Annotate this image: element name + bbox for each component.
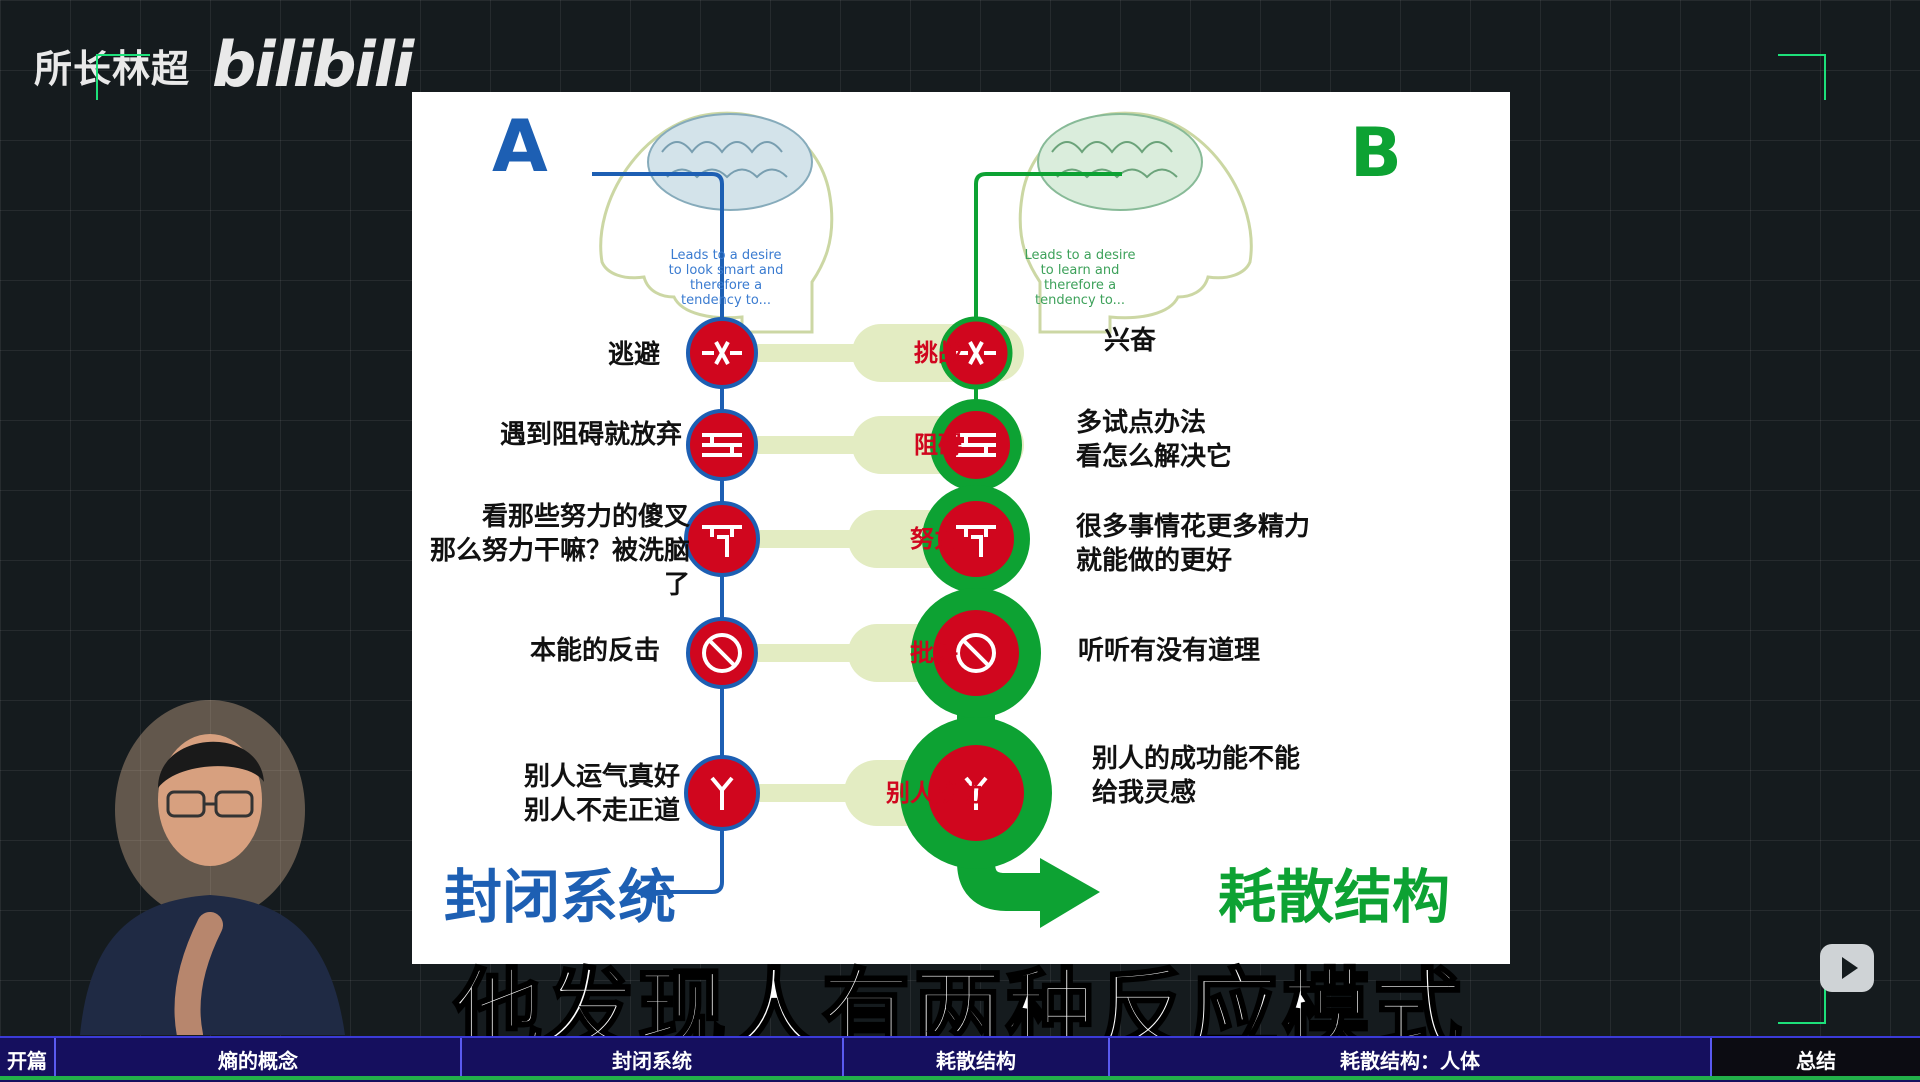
right-label-criticism: 听听有没有道理 <box>1078 636 1261 666</box>
right-label-effort: 很多事情花更多精力 就能做的更好 <box>1076 512 1311 576</box>
frame-corner-top-right <box>1778 54 1826 100</box>
left-label-others-success: 别人运气真好 别人不走正道 <box>523 762 680 826</box>
frame-corner-bottom-right <box>1778 978 1826 1024</box>
right-label-obstacle: 多试点办法 看怎么解决它 <box>1076 408 1233 472</box>
brain-b-icon <box>1018 111 1253 334</box>
presenter-video <box>80 700 345 1035</box>
playback-progress-bar[interactable] <box>0 1076 1920 1080</box>
dissipative-arrow-icon <box>1040 858 1100 928</box>
pill-criticism: 批评 <box>910 639 958 667</box>
channel-watermark: 所长林超 bilibili <box>34 28 414 101</box>
brain-a-icon <box>599 111 834 334</box>
dissipative-structure-title: 耗散结构 <box>1218 863 1451 931</box>
open-path-line <box>974 172 1122 652</box>
brain-note-a: Leads to a desire to look smart and ther… <box>668 248 784 308</box>
left-label-challenge: 逃避 <box>607 340 660 370</box>
right-label-others-success: 别人的成功能不能 给我灵感 <box>1092 744 1301 808</box>
pill-others-success: 别人成功 <box>886 779 982 807</box>
chapter-dissipative-body[interactable]: 耗散结构：人体 <box>1110 1038 1712 1080</box>
diagram-graphics <box>592 111 1253 928</box>
chapter-bar: 开篇 熵的概念 封闭系统 耗散结构 耗散结构：人体 总结 <box>0 1036 1920 1082</box>
chapter-intro[interactable]: 开篇 <box>0 1038 56 1080</box>
pill-obstacle: 阻碍 <box>914 431 962 459</box>
chapter-summary[interactable]: 总结 <box>1712 1038 1920 1080</box>
channel-name: 所长林超 <box>34 46 191 91</box>
right-label-challenge: 兴奋 <box>1104 326 1157 356</box>
label-a: A <box>492 104 548 188</box>
bilibili-logo: bilibili <box>212 28 414 101</box>
chapter-closed-system[interactable]: 封闭系统 <box>462 1038 844 1080</box>
left-label-obstacle: 遇到阻碍就放弃 <box>499 420 682 450</box>
pill-effort: 努力 <box>910 525 958 553</box>
closed-system-title: 封闭系统 <box>444 863 677 931</box>
closed-arrow-icon <box>634 880 656 904</box>
label-b: B <box>1350 114 1402 193</box>
tv-play-icon[interactable] <box>1820 944 1874 992</box>
chapter-entropy[interactable]: 熵的概念 <box>56 1038 462 1080</box>
chapter-dissipative[interactable]: 耗散结构 <box>844 1038 1110 1080</box>
pill-challenge: 挑战 <box>914 339 962 367</box>
left-label-criticism: 本能的反击 <box>529 636 660 666</box>
left-label-effort: 看那些努力的傻叉 那么努力干嘛？被洗脑了 <box>429 502 690 600</box>
frame-corner-top-left <box>96 54 150 100</box>
slide-diagram: A B Leads to a desire to look smart and … <box>412 92 1510 964</box>
brain-note-b: Leads to a desire to learn and therefore… <box>1024 248 1136 308</box>
